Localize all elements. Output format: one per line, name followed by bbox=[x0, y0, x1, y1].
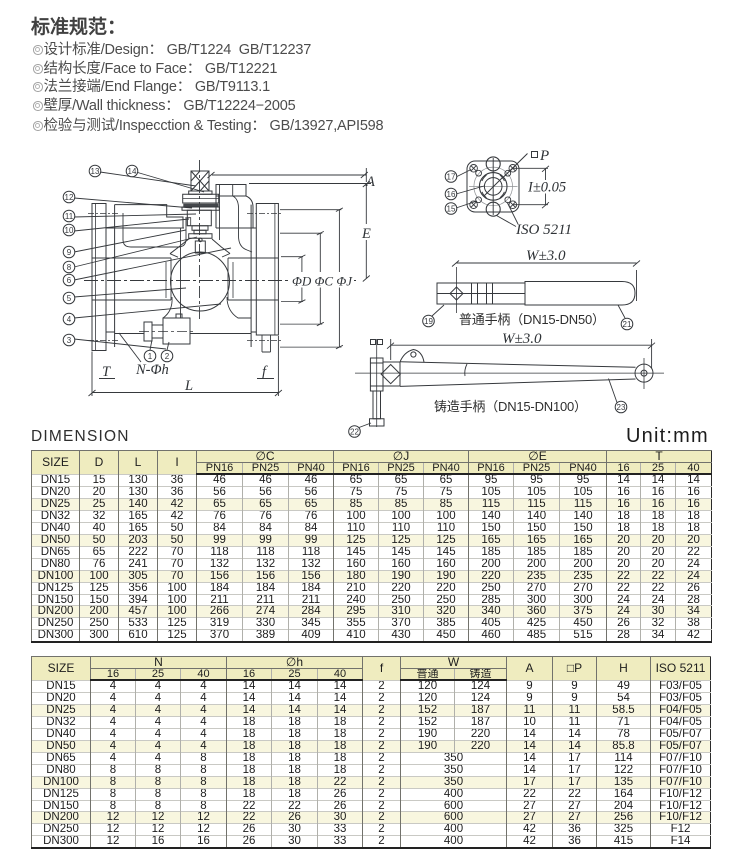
svg-text:ΦD ΦC ΦJ: ΦD ΦC ΦJ bbox=[292, 274, 353, 289]
svg-text:13: 13 bbox=[91, 167, 100, 176]
svg-text:9: 9 bbox=[67, 248, 72, 257]
svg-text:L: L bbox=[184, 378, 193, 394]
svg-text:16: 16 bbox=[447, 190, 456, 199]
svg-text:普通手柄（DN15-DN50）: 普通手柄（DN15-DN50） bbox=[459, 312, 605, 327]
svg-text:2: 2 bbox=[165, 352, 170, 361]
svg-text:W±3.0: W±3.0 bbox=[502, 331, 542, 347]
svg-text:22: 22 bbox=[350, 427, 359, 436]
svg-text:8: 8 bbox=[67, 263, 72, 272]
svg-text:19: 19 bbox=[424, 317, 433, 326]
svg-text:21: 21 bbox=[623, 320, 632, 329]
svg-text:23: 23 bbox=[617, 403, 626, 412]
svg-text:ISO 5211: ISO 5211 bbox=[515, 222, 572, 238]
svg-text:A: A bbox=[365, 174, 375, 190]
svg-text:11: 11 bbox=[65, 212, 74, 221]
svg-text:N-Φh: N-Φh bbox=[135, 362, 169, 378]
svg-text:f: f bbox=[262, 364, 268, 380]
svg-text:T: T bbox=[102, 364, 111, 380]
svg-text:6: 6 bbox=[67, 276, 72, 285]
svg-text:P: P bbox=[539, 148, 549, 164]
svg-text:15: 15 bbox=[447, 204, 456, 213]
svg-text:铸造手柄（DN15-DN100）: 铸造手柄（DN15-DN100） bbox=[434, 399, 587, 414]
svg-text:10: 10 bbox=[65, 226, 74, 235]
svg-text:17: 17 bbox=[447, 172, 456, 181]
svg-text:W±3.0: W±3.0 bbox=[526, 248, 566, 264]
svg-text:E: E bbox=[361, 226, 371, 242]
svg-text:5: 5 bbox=[67, 294, 72, 303]
svg-text:4: 4 bbox=[67, 315, 72, 324]
svg-text:1: 1 bbox=[148, 352, 153, 361]
svg-text:12: 12 bbox=[65, 193, 74, 202]
svg-text:I±0.05: I±0.05 bbox=[527, 180, 566, 196]
svg-text:14: 14 bbox=[128, 167, 137, 176]
svg-text:3: 3 bbox=[67, 336, 72, 345]
